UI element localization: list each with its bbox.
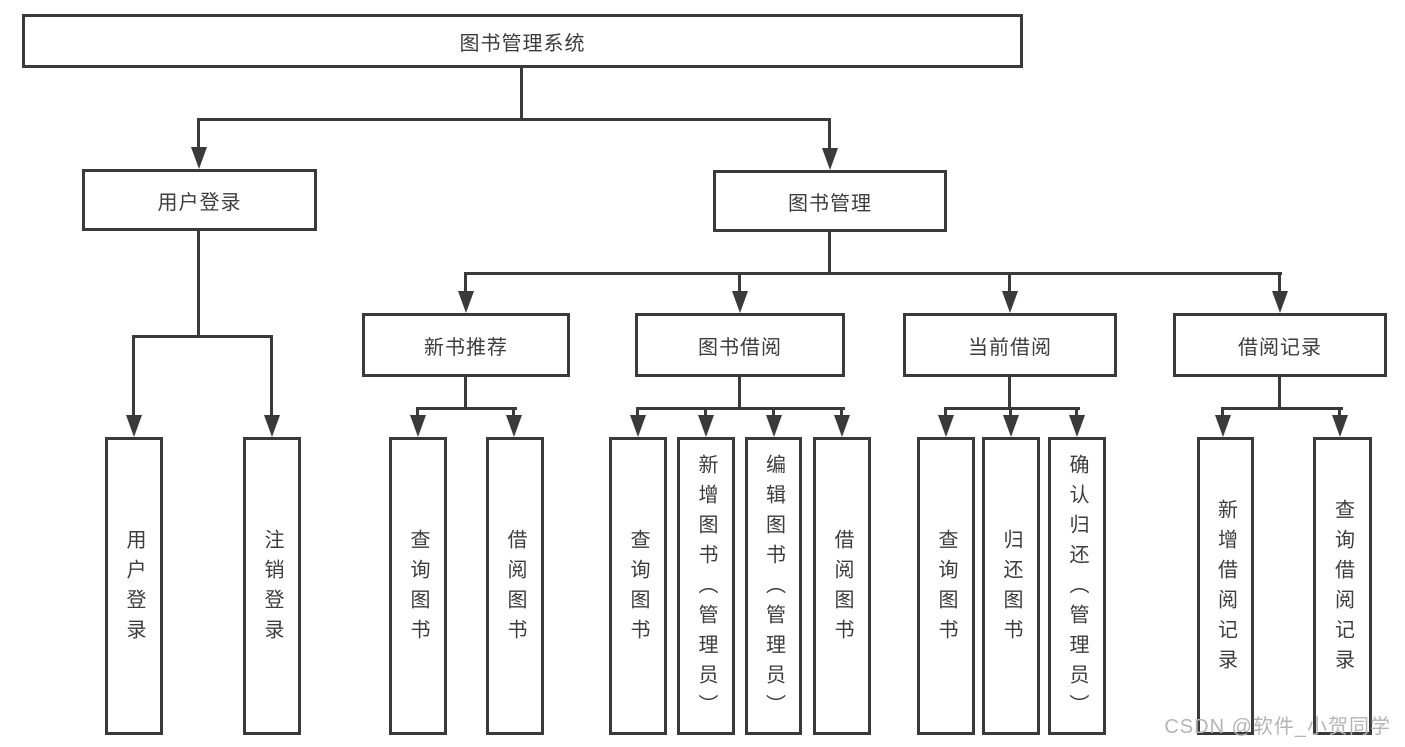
leaf-query-books-current: 查询图书 bbox=[917, 437, 975, 735]
node-book-management: 图书管理 bbox=[713, 170, 947, 232]
arrow-down-icon bbox=[410, 415, 426, 437]
arrow-down-icon bbox=[1215, 415, 1231, 437]
arrow-down-icon bbox=[732, 291, 748, 313]
arrow-down-icon bbox=[1332, 415, 1348, 437]
arrow-down-icon bbox=[1069, 415, 1085, 437]
connector-level3-drop bbox=[464, 274, 467, 293]
connector-leaf-drop bbox=[636, 409, 639, 418]
connector-level2-branch bbox=[197, 118, 831, 121]
arrow-down-icon bbox=[766, 415, 782, 437]
connector-leaf-drop bbox=[772, 409, 775, 418]
node-library-system: 图书管理系统 bbox=[22, 14, 1023, 68]
leaf-edit-book-admin: 编辑图书（管理员） bbox=[745, 437, 802, 735]
connector-borrowing-branch bbox=[636, 407, 845, 410]
leaf-borrow-books-recommend: 借阅图书 bbox=[486, 437, 544, 735]
arrow-down-icon bbox=[822, 148, 838, 170]
connector-leaf-drop bbox=[1009, 409, 1012, 418]
connector-leaf-drop bbox=[840, 409, 843, 418]
connector-leaf-drop bbox=[270, 337, 273, 417]
connector-user-login-drop bbox=[197, 120, 200, 149]
connector-records-branch bbox=[1221, 407, 1343, 410]
connector-book-mgmt-stem bbox=[828, 232, 831, 275]
connector-leaf-drop bbox=[1338, 409, 1341, 418]
arrow-down-icon bbox=[1003, 415, 1019, 437]
node-borrowing-records: 借阅记录 bbox=[1173, 313, 1387, 377]
connector-level3-drop bbox=[738, 274, 741, 293]
arrow-down-icon bbox=[834, 415, 850, 437]
leaf-return-book: 归还图书 bbox=[982, 437, 1040, 735]
connector-user-login-branch bbox=[132, 335, 273, 338]
arrow-down-icon bbox=[630, 415, 646, 437]
arrow-down-icon bbox=[1002, 291, 1018, 313]
connector-leaf-drop bbox=[416, 409, 419, 418]
leaf-user-login: 用户登录 bbox=[105, 437, 163, 735]
connector-level3-drop bbox=[1278, 274, 1281, 293]
connector-book-mgmt-drop bbox=[828, 120, 831, 150]
arrow-down-icon bbox=[126, 415, 142, 437]
connector-leaf-drop bbox=[704, 409, 707, 418]
connector-level3-drop bbox=[1008, 274, 1011, 293]
leaf-confirm-return-admin: 确认归还（管理员） bbox=[1048, 437, 1106, 735]
leaf-add-borrow-record: 新增借阅记录 bbox=[1197, 437, 1254, 735]
arrow-down-icon bbox=[938, 415, 954, 437]
leaf-borrow-books-borrowing: 借阅图书 bbox=[813, 437, 871, 735]
node-new-book-recommendation: 新书推荐 bbox=[362, 313, 570, 377]
leaf-query-books-borrowing: 查询图书 bbox=[609, 437, 667, 735]
leaf-query-books-recommend: 查询图书 bbox=[389, 437, 447, 735]
connector-recommend-branch bbox=[416, 407, 517, 410]
connector-leaf-drop bbox=[1221, 409, 1224, 418]
leaf-query-borrow-record: 查询借阅记录 bbox=[1313, 437, 1372, 735]
leaf-logout: 注销登录 bbox=[243, 437, 301, 735]
connector-leaf-drop bbox=[944, 409, 947, 418]
connector-leaf-drop bbox=[512, 409, 515, 418]
connector-level3-branch bbox=[464, 272, 1282, 275]
connector-current-stem bbox=[1008, 377, 1011, 409]
connector-leaf-drop bbox=[132, 337, 135, 417]
watermark: CSDN @软件_小贺同学 bbox=[1164, 716, 1391, 738]
arrow-down-icon bbox=[458, 291, 474, 313]
connector-root-stem bbox=[520, 68, 523, 121]
arrow-down-icon bbox=[264, 415, 280, 437]
connector-leaf-drop bbox=[1075, 409, 1078, 418]
connector-user-login-stem bbox=[197, 231, 200, 338]
arrow-down-icon bbox=[698, 415, 714, 437]
leaf-add-book-admin: 新增图书（管理员） bbox=[677, 437, 735, 735]
arrow-down-icon bbox=[191, 147, 207, 169]
arrow-down-icon bbox=[1272, 291, 1288, 313]
node-book-borrowing: 图书借阅 bbox=[635, 313, 845, 377]
arrow-down-icon bbox=[506, 415, 522, 437]
connector-borrowing-stem bbox=[738, 377, 741, 409]
node-user-login: 用户登录 bbox=[82, 169, 317, 231]
connector-current-branch bbox=[944, 407, 1080, 410]
connector-records-stem bbox=[1278, 377, 1281, 409]
connector-recommend-stem bbox=[464, 377, 467, 409]
node-current-borrowing: 当前借阅 bbox=[903, 313, 1117, 377]
